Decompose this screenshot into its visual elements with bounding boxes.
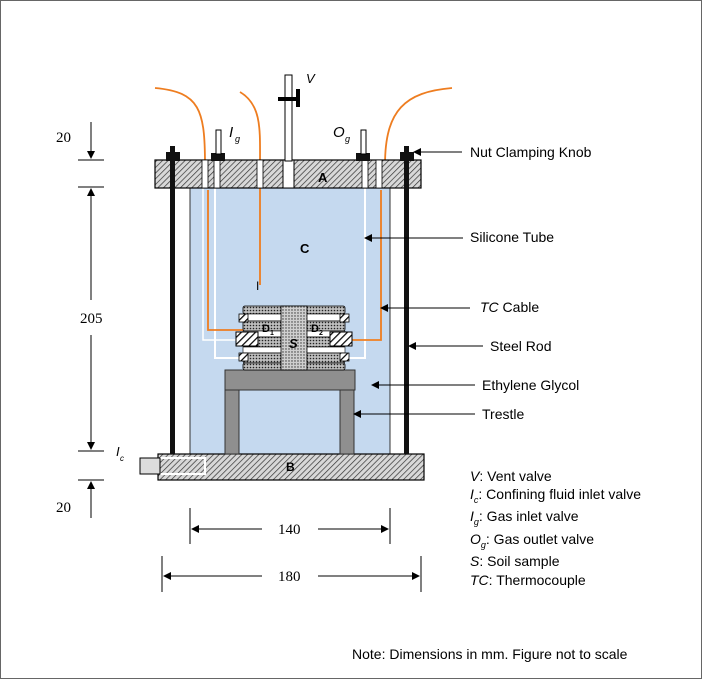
silicone-tube-callout: Silicone Tube bbox=[470, 229, 554, 245]
disc-right-label: D bbox=[311, 323, 319, 335]
legend-item: S: Soil sample bbox=[470, 553, 560, 569]
disc-right-sub: 2 bbox=[319, 330, 323, 337]
bottom-plate-label: B bbox=[286, 460, 295, 474]
chamber-label: C bbox=[300, 241, 310, 256]
legend-item: Og: Gas outlet valve bbox=[470, 531, 594, 550]
dimension-lines-vertical bbox=[78, 122, 104, 518]
confining-inlet-channel bbox=[160, 457, 206, 475]
disc-left-label: D bbox=[262, 323, 270, 335]
nut-knob-left-stem bbox=[170, 146, 175, 153]
ethylene-glycol-callout: Ethylene Glycol bbox=[482, 377, 579, 393]
vent-port bbox=[282, 159, 295, 189]
steel-rod-callout: Steel Rod bbox=[490, 338, 551, 354]
note-text: Note: Dimensions in mm. Figure not to sc… bbox=[352, 646, 628, 662]
port-left-2 bbox=[213, 159, 221, 189]
port-left-1 bbox=[201, 159, 209, 189]
gas-inlet-tube bbox=[215, 129, 222, 155]
tc-cable-callout-prefix: TC bbox=[480, 299, 500, 315]
nut-knob-left-top bbox=[166, 152, 180, 161]
port-right-1 bbox=[361, 159, 369, 189]
sample-label: S bbox=[289, 336, 298, 351]
gas-outlet-tube bbox=[360, 129, 367, 155]
legend-item: Ic: Confining fluid inlet valve bbox=[470, 486, 641, 505]
legend-item: Ig: Gas inlet valve bbox=[470, 508, 579, 527]
legend-item: TC: Thermocouple bbox=[470, 572, 586, 588]
gas-inlet-label: I bbox=[229, 124, 233, 141]
dim-inner-width: 140 bbox=[278, 522, 301, 538]
tc-probe-label: I bbox=[256, 279, 259, 293]
legend: V: Vent valve Ic: Confining fluid inlet … bbox=[470, 468, 641, 588]
gas-inlet-sub: g bbox=[235, 134, 240, 144]
specimen-assembly bbox=[235, 305, 353, 371]
port-left-3 bbox=[256, 159, 264, 189]
tc-cable-callout-rest: Cable bbox=[499, 299, 540, 315]
disc-left-sub: 1 bbox=[270, 330, 274, 337]
dim-chamber-height: 205 bbox=[80, 311, 103, 327]
nut-knob-callout: Nut Clamping Knob bbox=[470, 144, 592, 160]
vent-label: V bbox=[306, 71, 316, 86]
dim-top-plate: 20 bbox=[56, 130, 71, 146]
dim-outer-width: 180 bbox=[278, 569, 301, 585]
gas-outlet-nut bbox=[356, 153, 370, 161]
tc-cable-callout: TC Cable bbox=[480, 299, 539, 315]
gas-inlet-nut bbox=[211, 153, 225, 161]
nut-knob-right-stem bbox=[404, 146, 409, 153]
confining-inlet-valve bbox=[139, 457, 161, 475]
vent-valve-knob bbox=[296, 89, 300, 107]
dim-bottom-plate: 20 bbox=[56, 500, 71, 516]
steel-rod-right bbox=[404, 150, 409, 454]
steel-rod-left bbox=[170, 150, 175, 454]
gas-outlet-label: O bbox=[333, 124, 345, 141]
confining-inlet-sub: c bbox=[120, 454, 124, 463]
port-right-2 bbox=[375, 159, 383, 189]
vent-valve-stem bbox=[284, 74, 293, 162]
dimension-lines-horizontal bbox=[161, 508, 422, 592]
gas-outlet-sub: g bbox=[345, 134, 350, 144]
legend-item: V: Vent valve bbox=[470, 468, 552, 484]
top-plate-label: A bbox=[318, 170, 328, 185]
trestle-callout: Trestle bbox=[482, 406, 524, 422]
confining-inlet-label: I bbox=[116, 444, 120, 459]
trestle-top bbox=[224, 369, 356, 391]
trestle-leg-left bbox=[224, 389, 240, 455]
trestle-leg-right bbox=[339, 389, 355, 455]
vent-valve-handle bbox=[278, 97, 300, 101]
nut-knob-right-top bbox=[400, 152, 414, 161]
